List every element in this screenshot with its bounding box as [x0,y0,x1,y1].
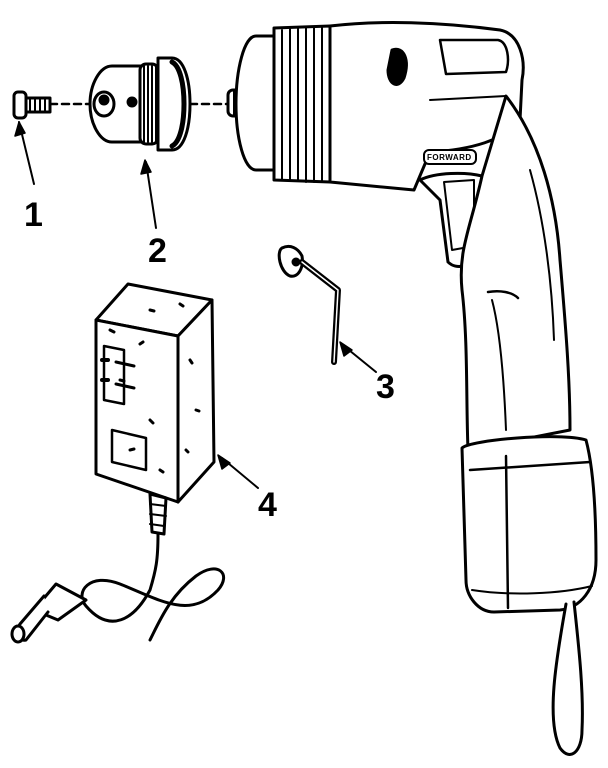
charger-part [10,282,225,644]
forward-switch-label: FORWARD [427,153,472,162]
callout-3: 3 [339,341,395,406]
chuck-part [88,56,230,152]
callout-4-label: 4 [258,486,277,524]
hex-key-part [277,244,341,365]
callout-1-label: 1 [24,196,43,234]
drill-body: FORWARD [226,21,598,756]
callout-2-label: 2 [148,232,167,270]
callout-1: 1 [14,121,43,234]
callout-3-label: 3 [376,368,395,406]
callout-2: 2 [140,159,167,270]
callout-4: 4 [217,454,277,524]
screw-part [12,90,92,120]
